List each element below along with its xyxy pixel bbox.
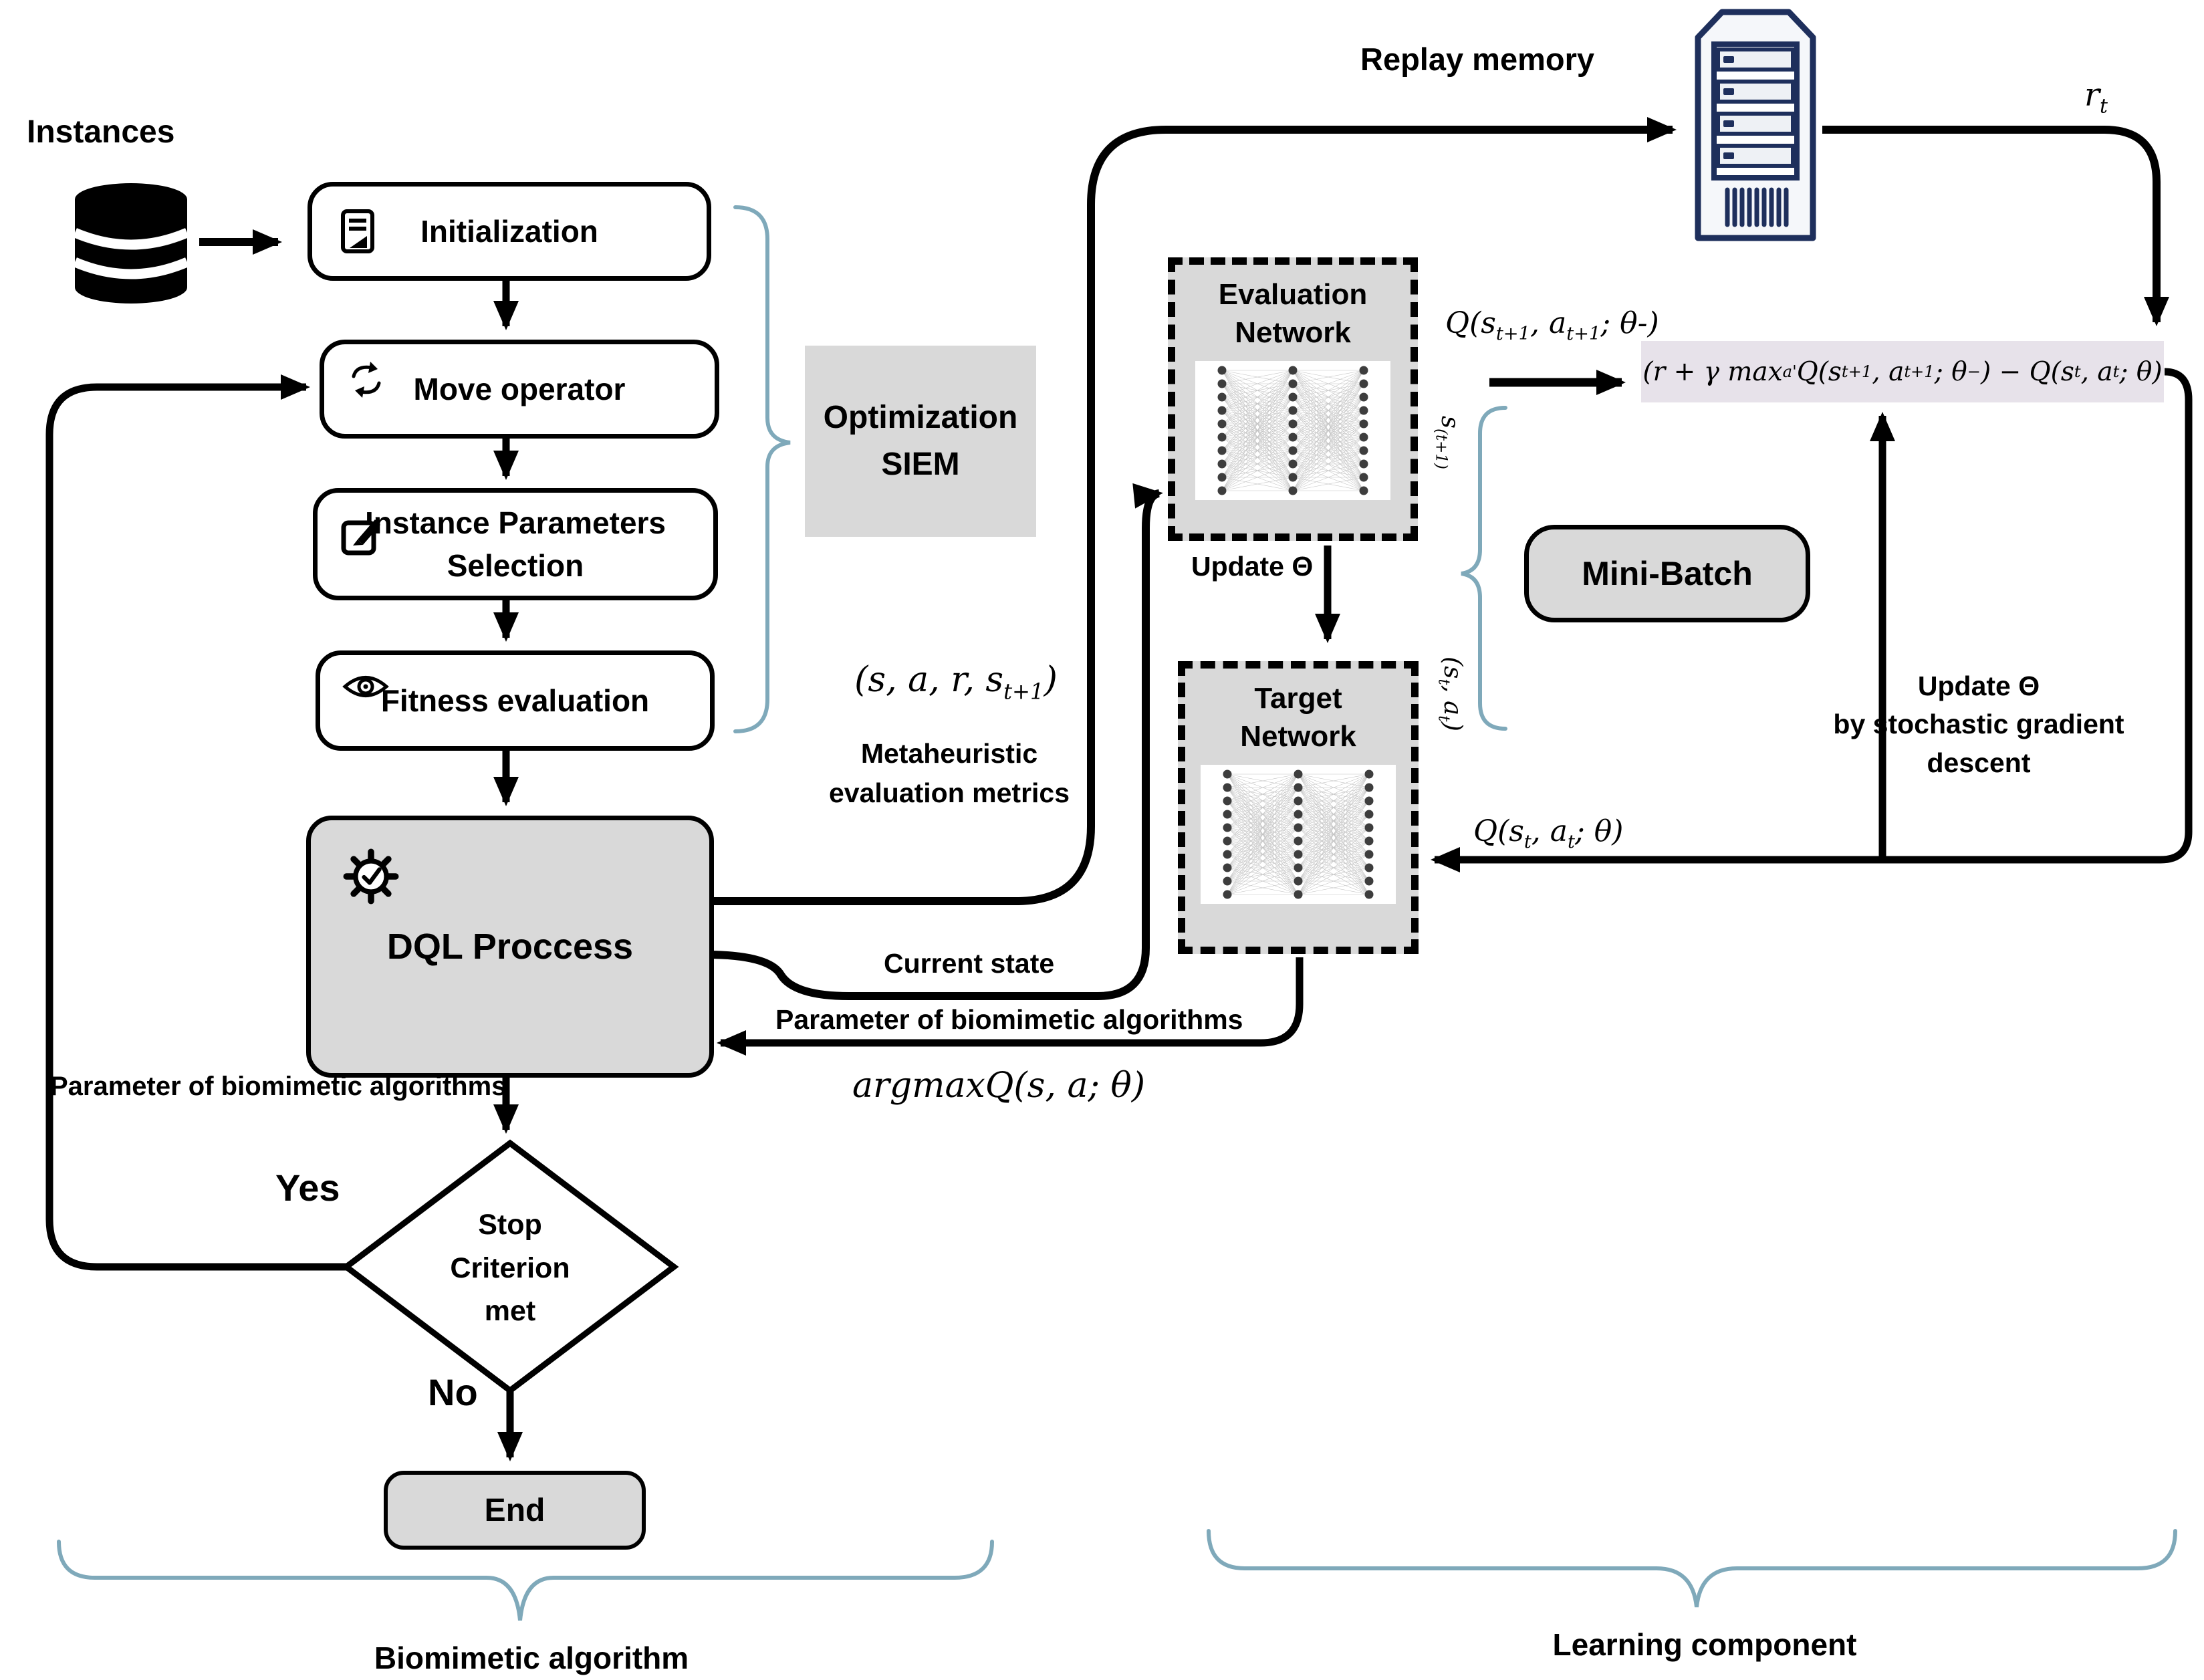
parameter-biomimetic-right-label: Parameter of biomimetic algorithms [775, 1004, 1243, 1035]
batch-state-action-label: (st, at) [1435, 656, 1467, 731]
decision-line-2: Criterion [450, 1251, 570, 1284]
mini-batch-box: Mini-Batch [1524, 525, 1810, 622]
decision-label: Stop Criterion met [426, 1203, 594, 1333]
brace-flow-to-siem [733, 205, 791, 733]
instances-label: Instances [27, 114, 175, 150]
biomimetic-algorithm-footer: Biomimetic algorithm [374, 1641, 689, 1675]
neural-network-graphic [1195, 361, 1390, 501]
fitness-evaluation-label: Fitness evaluation [380, 683, 650, 718]
instance-parameters-step: Instance Parameters Selection [313, 488, 718, 600]
database-icon [73, 183, 189, 304]
optimization-siem-box: Optimization SIEM [805, 346, 1036, 537]
brace-biomimetic-algorithm [57, 1540, 994, 1621]
decision-no-label: No [428, 1371, 478, 1413]
decision-yes-label: Yes [275, 1167, 340, 1209]
brace-learning-component [1207, 1529, 2177, 1608]
evaluation-network-label: Evaluation Network [1218, 278, 1368, 350]
batch-next-state-label: s(t+1) [1432, 416, 1465, 469]
initialization-step: Initialization [308, 182, 711, 281]
evaluation-network-box: Evaluation Network [1168, 257, 1418, 541]
move-operator-label: Move operator [413, 372, 626, 406]
server-icon [1695, 9, 1816, 241]
move-operator-step: Move operator [320, 340, 719, 439]
q-next-formula: Q(st+1, at+1; θ-) [1445, 306, 1659, 344]
update-theta-label: Update Θ [1191, 551, 1314, 582]
sgd-line-1: Update Θ [1917, 671, 2040, 701]
end-step: End [384, 1471, 646, 1550]
neural-network-graphic [1201, 765, 1396, 905]
initialization-label: Initialization [420, 214, 598, 249]
argmax-formula: argmaxQ(s, a; θ) [852, 1066, 1146, 1106]
metaheuristic-metrics-label: Metaheuristic evaluation metrics [828, 738, 1070, 809]
q-current-formula: Q(st, at; θ) [1473, 814, 1624, 852]
dql-process-label: DQL Proccess [386, 927, 634, 967]
decision-line-1: Stop [478, 1209, 542, 1241]
sync-icon [352, 362, 381, 398]
dql-process-step: DQL Proccess [306, 816, 714, 1078]
gear-check-icon [343, 848, 399, 905]
edit-icon [341, 519, 380, 556]
mini-batch-label: Mini-Batch [1582, 555, 1753, 592]
parameter-biomimetic-left-label: Parameter of biomimetic algorithms [50, 1072, 507, 1101]
decision-line-3: met [484, 1295, 536, 1327]
end-label: End [484, 1492, 545, 1528]
optimization-siem-label: Optimization SIEM [823, 400, 1018, 482]
fitness-evaluation-step: Fitness evaluation [316, 650, 715, 751]
reward-rt-label: rt [2084, 76, 2108, 118]
document-icon [341, 209, 374, 253]
learning-component-footer: Learning component [1552, 1627, 1857, 1662]
eye-icon [342, 676, 389, 697]
instance-parameters-label: Instance Parameters Selection [364, 505, 666, 583]
current-state-label: Current state [884, 948, 1055, 979]
replay-memory-label: Replay memory [1360, 41, 1595, 77]
transition-tuple-formula: (s, a, r, st+1) [854, 660, 1058, 705]
sgd-line-2: by stochastic gradient [1833, 709, 2124, 740]
sgd-update-label: Update Θ by stochastic gradient descent [1825, 667, 2132, 782]
arrow-replay-to-formula-reward [1822, 126, 2169, 326]
target-network-label: Target Network [1240, 682, 1356, 753]
arrow-yes-loop-to-move [45, 374, 347, 1271]
target-network-box: Target Network [1178, 661, 1419, 954]
sgd-line-3: descent [1927, 747, 2031, 778]
